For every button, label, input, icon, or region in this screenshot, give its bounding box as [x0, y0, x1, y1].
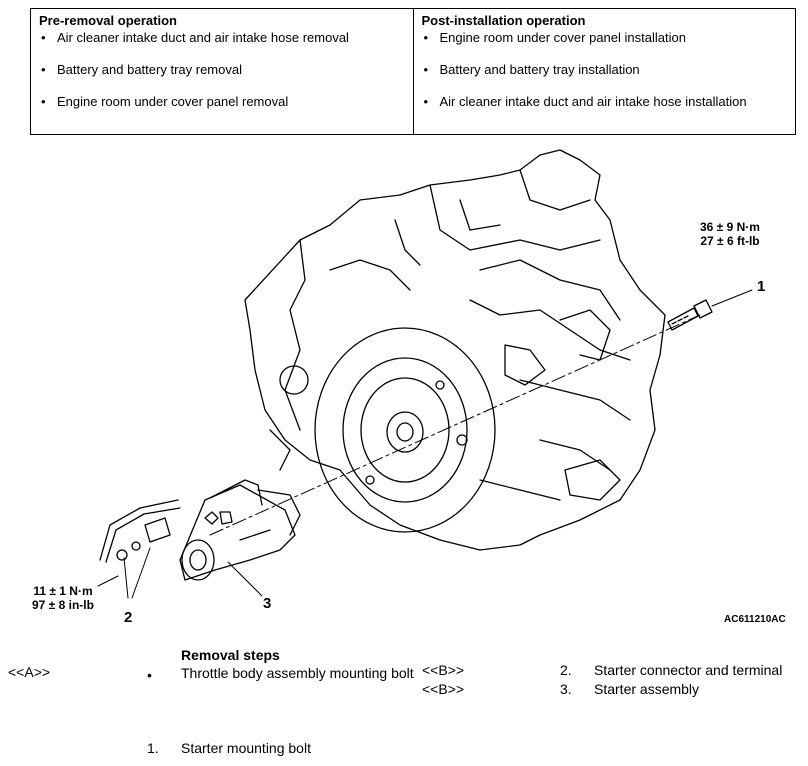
- bolt-torque-imperial: 27 ± 6 ft-lb: [700, 234, 760, 248]
- post-installation-item: Engine room under cover panel installati…: [422, 30, 788, 46]
- operations-table: Pre-removal operation Air cleaner intake…: [30, 8, 796, 135]
- step-number-2: 2.: [560, 662, 572, 678]
- post-installation-item: Air cleaner intake duct and air intake h…: [422, 94, 788, 110]
- pre-removal-list: Air cleaner intake duct and air intake h…: [39, 30, 405, 110]
- terminal-cable-drawing: [97, 499, 181, 599]
- step-starter-connector: Starter connector and terminal: [594, 662, 783, 678]
- pre-removal-item: Battery and battery tray removal: [39, 62, 405, 78]
- step-bullet: •: [147, 667, 152, 683]
- figure-code: AC611210AC: [724, 614, 786, 625]
- post-installation-column: Post-installation operation Engine room …: [412, 9, 796, 134]
- pre-removal-item: Engine room under cover panel removal: [39, 94, 405, 110]
- starter-removal-figure: 36 ± 9 N·m 27 ± 6 ft-lb 1 11 ± 1 N·m 97 …: [0, 140, 808, 635]
- engine-starter-illustration: [97, 149, 753, 599]
- starter-assembly-drawing: [179, 479, 301, 597]
- step-number-1: 1.: [147, 740, 159, 756]
- callout-1: 1: [757, 278, 766, 295]
- flywheel-drawing: [314, 327, 496, 533]
- step-number-3: 3.: [560, 681, 572, 697]
- pre-removal-heading: Pre-removal operation: [39, 13, 177, 28]
- callout-2: 2: [124, 609, 133, 626]
- step-ref-b: <<B>>: [422, 662, 465, 678]
- pre-removal-item: Air cleaner intake duct and air intake h…: [39, 30, 405, 46]
- post-installation-item: Battery and battery tray installation: [422, 62, 788, 78]
- bolt-torque-metric: 36 ± 9 N·m: [700, 220, 760, 234]
- removal-steps-heading: Removal steps: [181, 647, 280, 663]
- post-installation-heading: Post-installation operation: [421, 13, 586, 28]
- alignment-axis-line: [209, 314, 701, 536]
- step-throttle-body: Throttle body assembly mounting bolt: [181, 665, 414, 681]
- post-installation-list: Engine room under cover panel installati…: [422, 30, 788, 110]
- terminal-torque-metric: 11 ± 1 N·m: [33, 584, 93, 598]
- transaxle-housing-drawing: [244, 149, 666, 551]
- step-ref-b: <<B>>: [422, 681, 465, 697]
- starter-bolt-drawing: [667, 289, 753, 331]
- callout-3: 3: [263, 595, 272, 612]
- step-ref-a: <<A>>: [8, 664, 51, 680]
- step-starter-mounting-bolt: Starter mounting bolt: [181, 740, 311, 756]
- step-starter-assembly: Starter assembly: [594, 681, 700, 697]
- bolt-torque-label: 36 ± 9 N·m 27 ± 6 ft-lb: [700, 220, 760, 248]
- terminal-torque-label: 11 ± 1 N·m 97 ± 8 in-lb: [32, 584, 94, 612]
- terminal-torque-imperial: 97 ± 8 in-lb: [32, 598, 94, 612]
- pre-removal-column: Pre-removal operation Air cleaner intake…: [31, 9, 413, 134]
